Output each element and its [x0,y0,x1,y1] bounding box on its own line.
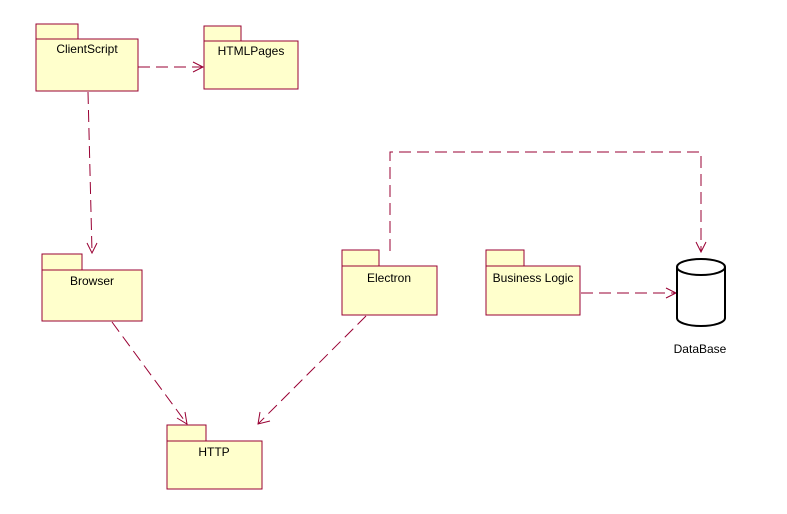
package-electron[interactable]: Electron [341,249,438,316]
dependency-clientscript-to-browser[interactable] [86,91,98,255]
package-body [485,265,581,316]
package-body [41,269,143,322]
package-label-http: HTTP [198,445,229,459]
package-tab [341,249,380,267]
package-label-electron: Electron [367,271,411,285]
package-body [341,265,438,316]
database-cylinder-icon [676,258,726,327]
package-body [166,440,263,490]
package-body [203,40,299,90]
dependency-electron-to-database[interactable] [389,151,707,254]
package-clientscript[interactable]: ClientScript [35,23,139,92]
package-tab [203,25,242,42]
package-tab [41,253,83,271]
database-label: DataBase [674,342,727,356]
package-label-clientscript: ClientScript [56,42,118,56]
package-business-logic[interactable]: Business Logic [485,249,581,316]
package-tab [166,424,207,442]
package-label-browser: Browser [70,274,114,288]
database[interactable]: DataBase [674,258,727,356]
package-label-business-logic: Business Logic [493,271,574,285]
package-http[interactable]: HTTP [166,424,263,490]
package-body [35,38,139,92]
package-browser[interactable]: Browser [41,253,143,322]
dependency-browser-to-http[interactable] [111,321,188,425]
package-htmlpages[interactable]: HTMLPages [203,25,299,90]
package-tab [485,249,525,267]
dependency-arrows [86,61,707,425]
dependency-clientscript-to-htmlpages[interactable] [138,61,205,73]
dependency-electron-to-http[interactable] [257,315,367,425]
package-label-htmlpages: HTMLPages [218,44,285,58]
dependency-businesslogic-to-database[interactable] [581,287,678,299]
package-tab [35,23,79,40]
